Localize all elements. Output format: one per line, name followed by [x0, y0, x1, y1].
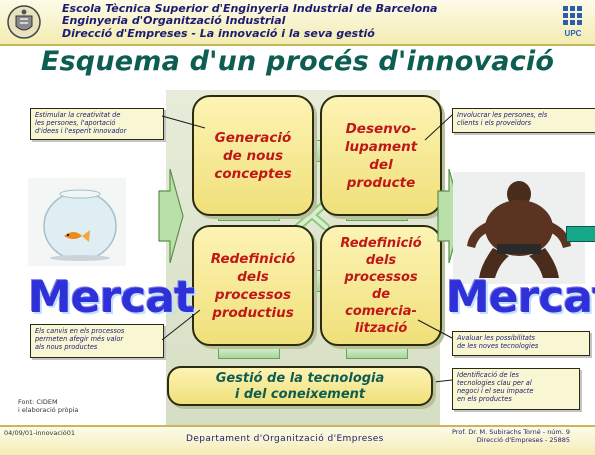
note-estimular-creativitat: Estimular la creativitat de les persones…	[30, 108, 164, 140]
box-gestio-tecnologia: Gestió de la tecnologia i del coneixemen…	[167, 366, 433, 406]
header-program-name: Enginyeria d'Organització Industrial	[62, 14, 286, 27]
note-canvis-processos: Els canvis en els processos permeten afe…	[30, 324, 164, 358]
footer-slide-id: 04/09/01-innovació01	[4, 429, 76, 437]
upc-logo-text: UPC	[565, 29, 582, 38]
header-school-name: Escola Tècnica Superior d'Enginyeria Ind…	[62, 2, 438, 15]
upc-logo-icon: UPC	[563, 6, 582, 38]
sumo-wrestler-image	[453, 172, 585, 284]
market-label-left: Mercat	[28, 272, 195, 323]
footer-bar	[0, 425, 595, 455]
box-redefinicio-productius: Redefinició dels processos productius	[192, 225, 314, 346]
footer-author: Prof. Dr. M. Subirachs Torné - núm. 9 Di…	[452, 428, 571, 444]
school-seal-icon	[7, 5, 41, 39]
slide-title: Esquema d'un procés d'innovació	[40, 46, 555, 77]
header-course-name: Direcció d'Empreses - La innovació i la …	[62, 27, 375, 40]
box-redefinicio-comercialitzacio: Redefinició dels processos de comercia- …	[320, 225, 442, 346]
box-desenvolupament-producte: Desenvo- lupament del producte	[320, 95, 442, 216]
source-note: Font: CIDEM i elaboració pròpia	[18, 398, 79, 414]
green-marker-tab	[566, 226, 595, 242]
header-bar	[0, 0, 595, 46]
note-avaluar-tecnologies: Avaluar les possibilitats de les noves t…	[452, 331, 590, 356]
arrow-left-into-process-icon	[158, 168, 184, 264]
goldfish-bowl-image	[28, 178, 126, 266]
footer-department: Departament d'Organització d'Empreses	[186, 434, 384, 444]
note-identificacio-tecnologies: Identificació de les tecnologies clau pe…	[452, 368, 580, 410]
connector-right-vertical-bottom	[346, 346, 408, 359]
connector-left-vertical-bottom	[218, 346, 280, 359]
market-label-right: Mercat	[446, 272, 595, 323]
box-generacio-conceptes: Generació de nous conceptes	[192, 95, 314, 216]
note-involucrar-persones: Involucrar les persones, els clients i e…	[452, 108, 595, 133]
